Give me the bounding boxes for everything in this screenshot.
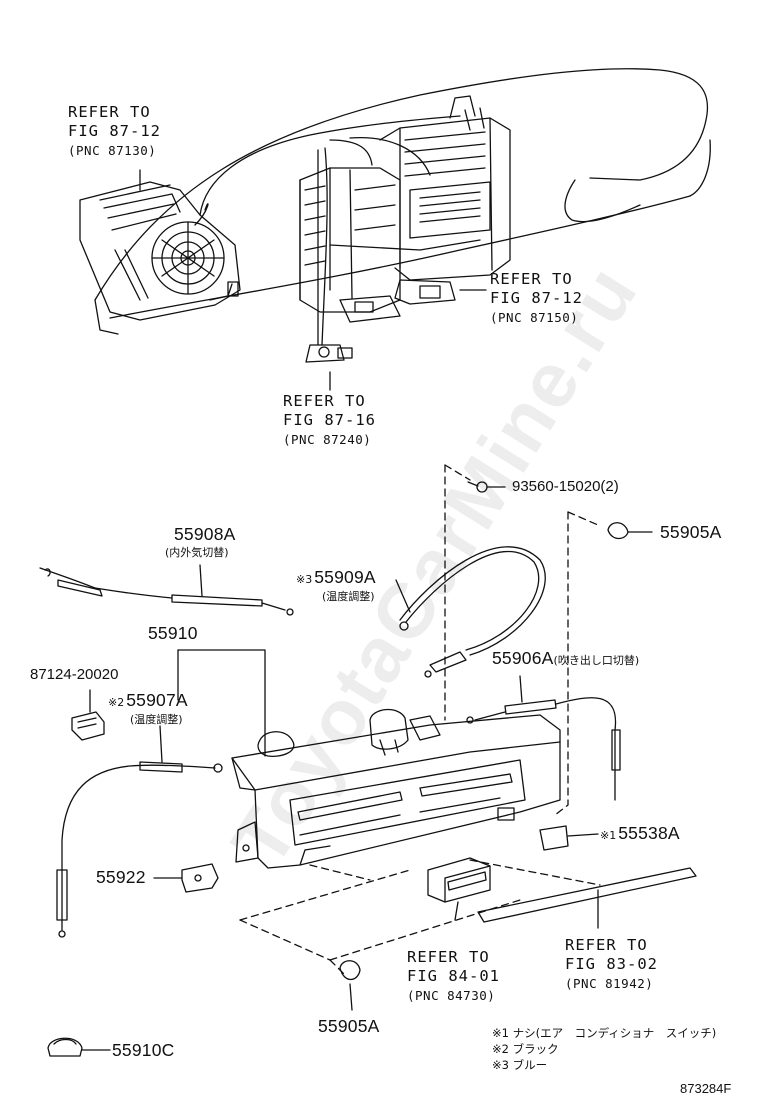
switch-module-84730 (427, 857, 491, 921)
ref-line2: FIG 83-02 (565, 955, 658, 973)
ref-line2: FIG 87-12 (68, 122, 161, 140)
footnote-3: ※3 ブルー (492, 1058, 548, 1072)
grommet-55910c (47, 1037, 111, 1057)
ref-pnc: (PNC 87130) (68, 143, 157, 158)
part-label-93560: 93560-15020(2) (512, 478, 619, 495)
cable-55907a (56, 725, 223, 938)
part-sub-55906a: (吹き出し口切替) (553, 654, 640, 667)
servo-motor (305, 344, 353, 363)
footnotes: ※1 ナシ(エア コンディショナ スイッチ) ※2 ブラック ※3 ブルー (492, 1025, 716, 1073)
ref-label-81942: REFER TO FIG 83-02 (PNC 81942) (565, 936, 658, 993)
bracket-55922 (153, 863, 219, 893)
part-label-55905a-bottom: 55905A (318, 1016, 380, 1036)
part-sub-55907a: (温度調整) (130, 713, 183, 726)
part-label-group-55906a: 55906A(吹き出し口切替) (492, 648, 640, 668)
note-mark-2: ※2 (108, 696, 125, 709)
ref-pnc: (PNC 87150) (490, 310, 579, 325)
part-label-55910c: 55910C (112, 1040, 175, 1060)
dashed-lines (239, 464, 601, 976)
part-label-55538a: 55538A (618, 823, 680, 843)
figure-code: 873284F (680, 1081, 732, 1096)
part-label-55905a-top: 55905A (660, 522, 722, 542)
ref-line2: FIG 84-01 (407, 967, 500, 985)
part-label-55906a: 55906A (492, 648, 554, 668)
cable-55906a (466, 675, 621, 801)
knob-55905a-top (607, 522, 653, 540)
part-label-55907a: 55907A (126, 690, 188, 710)
ref-label-87130: REFER TO FIG 87-12 (PNC 87130) (68, 103, 161, 160)
switch-55538a (539, 825, 599, 851)
part-sub-55908a: (内外気切替) (165, 546, 229, 559)
ref-line2: FIG 87-12 (490, 289, 583, 307)
clip-87124 (71, 689, 105, 741)
control-assembly-55910 (177, 649, 561, 869)
upper-cables (194, 115, 481, 346)
ref-pnc: (PNC 87240) (283, 432, 372, 447)
part-sub-55909a: (温度調整) (322, 590, 375, 603)
upper-leaders (139, 169, 487, 391)
ref-line1: REFER TO (283, 392, 366, 410)
part-label-55909a: 55909A (314, 567, 376, 587)
note-mark-3: ※3 (296, 573, 313, 586)
heater-unit (299, 95, 511, 323)
footnote-2: ※2 ブラック (492, 1042, 559, 1056)
cable-55909a (395, 546, 546, 678)
ref-label-87150: REFER TO FIG 87-12 (PNC 87150) (490, 270, 583, 327)
part-label-55908a: 55908A (174, 524, 236, 544)
part-label-55910: 55910 (148, 623, 198, 643)
ref-line1: REFER TO (407, 948, 490, 966)
ref-label-87240: REFER TO FIG 87-16 (PNC 87240) (283, 392, 376, 449)
ref-pnc: (PNC 81942) (565, 976, 654, 991)
part-label-87124: 87124-20020 (30, 666, 119, 683)
ref-label-84730: REFER TO FIG 84-01 (PNC 84730) (407, 948, 500, 1005)
blower-unit (79, 181, 241, 321)
screw-93560 (467, 481, 506, 493)
part-label-55922: 55922 (96, 867, 146, 887)
dashboard-outline (94, 68, 711, 335)
footnote-1: ※1 ナシ(エア コンディショナ スイッチ) (492, 1026, 717, 1040)
ref-line1: REFER TO (565, 936, 648, 954)
ref-line1: REFER TO (490, 270, 573, 288)
ref-line1: REFER TO (68, 103, 151, 121)
cable-55908a (39, 564, 294, 616)
ref-pnc: (PNC 84730) (407, 988, 496, 1003)
trim-strip-81942 (477, 867, 697, 929)
ref-line2: FIG 87-16 (283, 411, 376, 429)
knob-55905a-bottom (339, 960, 361, 1011)
note-mark-1: ※1 (600, 829, 617, 842)
